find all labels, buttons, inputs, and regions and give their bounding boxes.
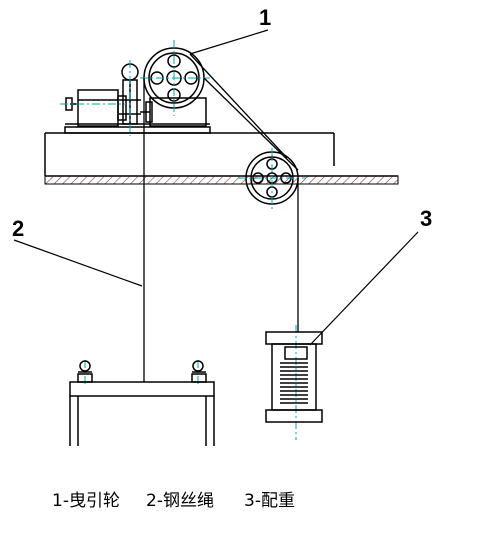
- wire-ropes: [143, 53, 299, 382]
- callout-3: 3: [420, 206, 432, 231]
- callout-1: 1: [259, 5, 271, 30]
- motor: [65, 89, 127, 127]
- caption-item-2: 2-钢丝绳: [146, 491, 214, 511]
- leader-lines: [13, 29, 419, 346]
- callout-2: 2: [12, 216, 24, 241]
- machine-room-slab: [44, 132, 399, 185]
- counterweight: [265, 331, 323, 423]
- caption-item-1: 1-曳引轮: [52, 491, 120, 511]
- elevator-car: [69, 360, 215, 446]
- caption-item-3: 3-配重: [244, 491, 295, 511]
- gearbox: [140, 97, 207, 127]
